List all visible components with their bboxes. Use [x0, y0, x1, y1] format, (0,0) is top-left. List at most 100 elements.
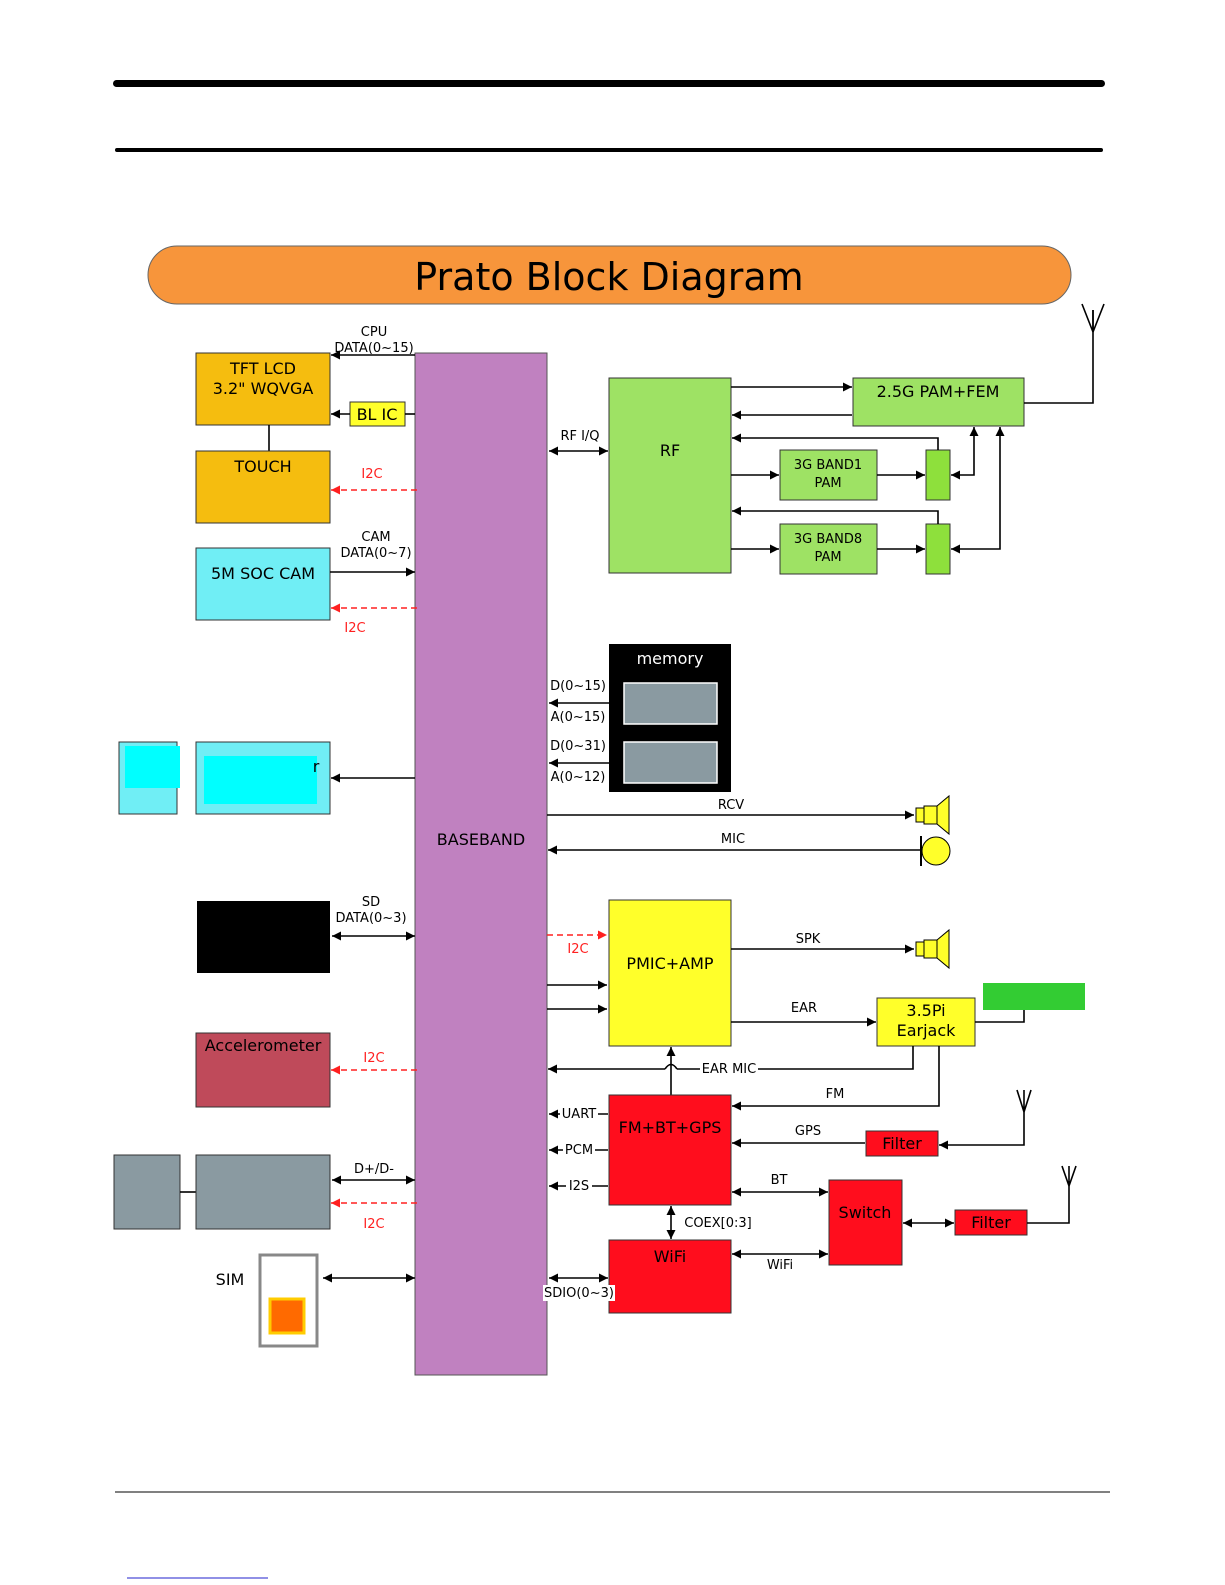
dup8-to-rf: [732, 506, 939, 524]
sd-block: [197, 901, 330, 973]
rf-iq-label: RF I/Q: [560, 429, 599, 444]
spk-label: SPK: [796, 932, 821, 947]
band1-duplexer: [925, 449, 951, 501]
tft-lcd-label-1: TFT LCD: [229, 359, 296, 378]
pam-2g-block: [852, 377, 1025, 427]
band8-label-2: PAM: [814, 550, 841, 565]
gps-filter-block: [865, 1130, 939, 1157]
fm-bt-gps-block: [608, 1094, 732, 1206]
touch-label: TOUCH: [233, 457, 291, 476]
switch-block: [828, 1179, 903, 1266]
mem-d2-label: D(0~31): [550, 739, 606, 754]
uart-label-bg: [560, 1106, 598, 1122]
ear-mic-label: EAR MIC: [702, 1062, 756, 1077]
band8-label-1: 3G BAND8: [794, 532, 862, 547]
wifi-signal-label: WiFi: [767, 1258, 793, 1273]
ear-mic-label-bg: [700, 1061, 758, 1077]
accelerometer-label: Accelerometer: [205, 1036, 322, 1055]
mem-a1-label: A(0~15): [551, 710, 606, 725]
band8-duplexer: [925, 523, 951, 575]
earjack-block: [876, 997, 976, 1047]
sd-data-label: DATA(0~3): [335, 911, 406, 926]
fm-arrow: [732, 1046, 940, 1111]
tft-lcd-label-2: 3.2" WQVGA: [213, 379, 314, 398]
header-rule-bottom: [115, 148, 1103, 152]
loudspeaker-icon: [915, 928, 950, 970]
fm-label: FM: [826, 1087, 845, 1102]
wifi-filter-block: [954, 1209, 1028, 1236]
memory-chip-2: [623, 741, 718, 784]
i2s-label: I2S: [569, 1179, 589, 1194]
i2c-cam-label: I2C: [344, 621, 365, 636]
wifi-filter-label: Filter: [971, 1213, 1011, 1232]
cam-label: CAM: [361, 530, 390, 545]
sim-chip: [268, 1297, 306, 1335]
rcv-label: RCV: [718, 798, 744, 813]
green-highlight-block: [983, 983, 1085, 1010]
earjack-to-green: [975, 1010, 1025, 1023]
cpu-data-label: DATA(0~15): [334, 341, 413, 356]
pam-2g-label: 2.5G PAM+FEM: [877, 382, 1000, 401]
sdio-label: SDIO(0~3): [544, 1286, 614, 1301]
baseband-label: BASEBAND: [437, 830, 525, 849]
main-antenna-icon: [1081, 303, 1105, 333]
gps-filter-label: Filter: [882, 1134, 922, 1153]
baseband-block: [414, 352, 548, 1376]
gps-label: GPS: [795, 1124, 821, 1139]
gray-small-block: [113, 1154, 181, 1230]
microphone-icon: [920, 836, 951, 866]
memory-label: memory: [637, 649, 704, 668]
earjack-label-1: 3.5Pi: [906, 1001, 945, 1020]
mem-a2-label: A(0~12): [551, 770, 606, 785]
sim-label: SIM: [216, 1270, 245, 1289]
camera-block: [195, 547, 331, 621]
header-rule-top: [113, 80, 1105, 87]
gray-large-block: [195, 1154, 331, 1230]
fm-bt-gps-label: FM+BT+GPS: [619, 1118, 722, 1137]
tft-lcd-block: [195, 352, 331, 426]
touch-block: [195, 450, 331, 524]
receiver-speaker-icon: [915, 794, 950, 836]
pmic-block: [608, 899, 732, 1047]
switch-label: Switch: [839, 1203, 892, 1222]
main-antenna-feed: [1024, 310, 1094, 404]
i2c-pmic-label: I2C: [567, 942, 588, 957]
dup1-to-rf: [732, 433, 939, 450]
accelerometer-block: [195, 1032, 331, 1108]
mic-label: MIC: [721, 832, 745, 847]
bt-label: BT: [771, 1173, 788, 1188]
gps-antenna-icon: [1016, 1089, 1032, 1113]
i2s-label-bg: [566, 1178, 592, 1194]
wifi-antenna-icon: [1061, 1165, 1077, 1187]
memory-chip-1: [623, 682, 718, 725]
cyan-large-mask: [204, 756, 317, 804]
mem-d1-label: D(0~15): [550, 679, 606, 694]
rf-label: RF: [660, 441, 680, 460]
title-banner: [147, 245, 1072, 305]
band8-pam-block: [779, 523, 878, 575]
pcm-label: PCM: [565, 1143, 593, 1158]
i2c-accel-label: I2C: [363, 1051, 384, 1066]
cyan-partial-label: r: [313, 757, 320, 776]
sdio-label-bg: [543, 1285, 615, 1301]
band1-label-2: PAM: [814, 476, 841, 491]
pcm-label-bg: [563, 1142, 595, 1158]
dup8-to-pam2g: [951, 427, 1005, 554]
rf-block: [608, 377, 732, 574]
earjack-label-2: Earjack: [897, 1021, 957, 1040]
cpu-label: CPU: [361, 325, 387, 340]
wifi-antenna-feed: [1027, 1186, 1070, 1224]
ear-label: EAR: [791, 1001, 817, 1016]
wifi-block: [608, 1239, 732, 1314]
cam-data-label: DATA(0~7): [340, 546, 411, 561]
wifi-label: WiFi: [654, 1247, 686, 1266]
usb-label: D+/D-: [354, 1162, 394, 1177]
pmic-label: PMIC+AMP: [626, 954, 714, 973]
gps-antenna-feed: [939, 1112, 1025, 1150]
i2c-usb-label: I2C: [363, 1217, 384, 1232]
i2c-touch-label: I2C: [361, 467, 382, 482]
uart-label: UART: [562, 1107, 596, 1122]
cyan-small-mask: [125, 746, 180, 788]
coex-label: COEX[0:3]: [684, 1216, 752, 1231]
